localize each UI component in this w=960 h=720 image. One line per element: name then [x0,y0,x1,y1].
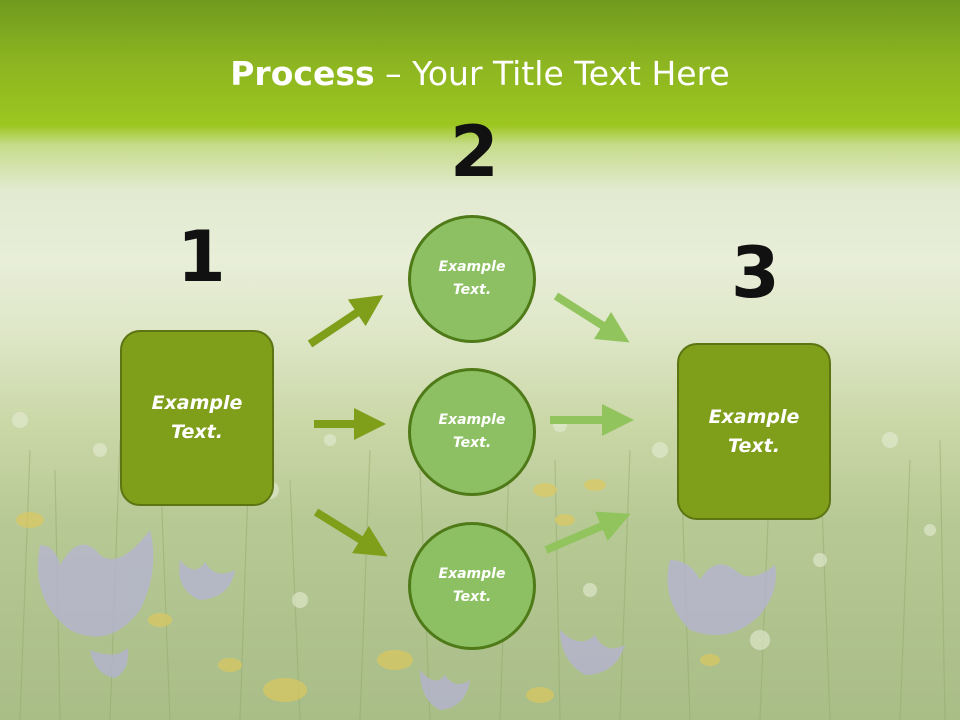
arrow-1-to-bottom [313,508,388,557]
step-2-circle-bottom: Example Text. [408,522,536,650]
step-1-text: Example Text. [151,392,243,443]
step-3-box: Example Text. [677,343,831,520]
circle-bottom-text: Example Text. [438,566,506,605]
circle-middle-text: Example Text. [438,412,506,451]
circle-top-text: Example Text. [438,259,506,298]
slide-title-bold: Process [230,54,375,93]
step-number-1: 1 [177,216,226,298]
step-2-circle-middle: Example Text. [408,368,536,496]
arrow-1-to-top [307,295,384,348]
step-1-box: Example Text. [120,330,274,506]
step-3-text: Example Text. [708,405,800,457]
slide-title: Process – Your Title Text Here [0,52,960,96]
step-number-3: 3 [731,232,780,314]
arrow-top-to-3 [553,292,630,343]
step-2-circle-top: Example Text. [408,215,536,343]
slide-title-rest: – Your Title Text Here [374,54,730,93]
step-number-2: 2 [450,111,499,193]
arrow-bottom-to-3 [544,511,631,554]
